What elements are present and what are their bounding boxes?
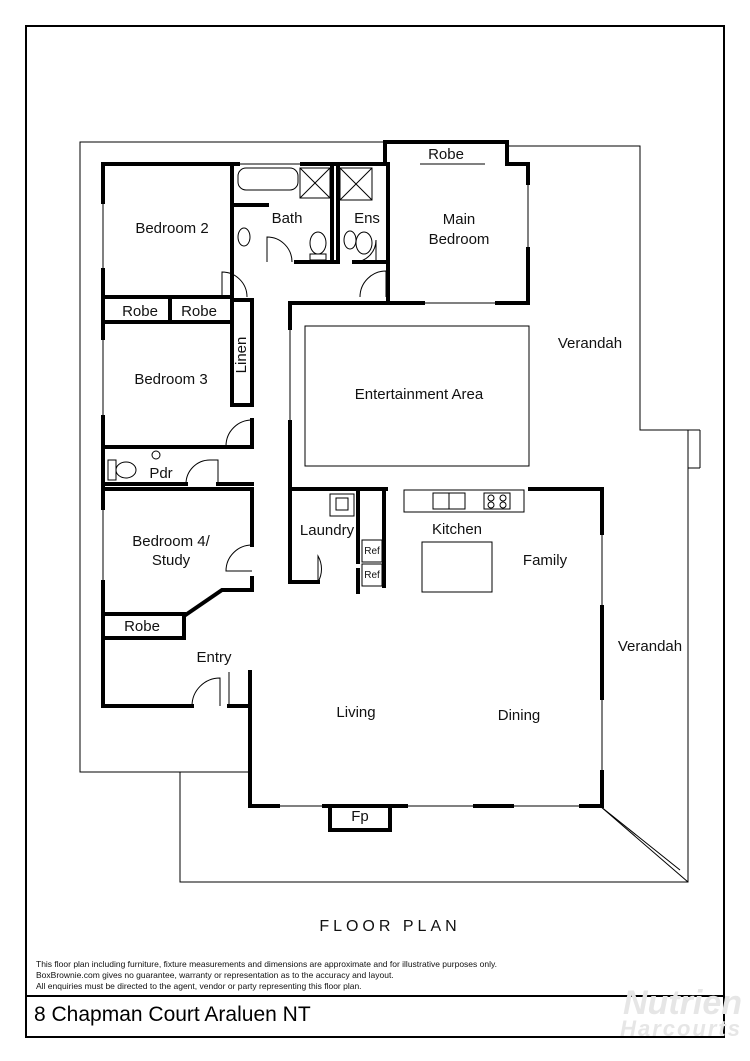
kitchen-bench-icon (403, 489, 525, 513)
agency-watermark: Nutrien Harcourts (620, 984, 742, 1042)
toilet-pdr-icon (115, 461, 137, 479)
label-kitchen: Kitchen (432, 521, 482, 538)
label-ens: Ens (354, 210, 380, 227)
label-robe-bedroom-2: Robe (122, 303, 158, 320)
label-dining: Dining (498, 707, 541, 724)
disclaimer: This floor plan including furniture, fix… (36, 959, 596, 992)
fridge-1-icon (361, 539, 383, 563)
label-bedroom-3: Bedroom 3 (134, 371, 207, 388)
laundry-tub-icon (329, 493, 355, 517)
windows (101, 162, 605, 809)
label-main-bedroom-line1: Main (443, 211, 476, 228)
cooktop-icon (483, 492, 511, 510)
label-entry: Entry (196, 649, 232, 666)
label-ref-1: Ref (364, 546, 380, 557)
watermark-line1: Nutrien (623, 984, 742, 1022)
label-robe-bedroom-3: Robe (181, 303, 217, 320)
basin-bath-icon (237, 227, 251, 247)
label-verandah-right: Verandah (618, 638, 682, 655)
basin-ens-icon (343, 230, 357, 250)
label-bedroom-4-line2: Study (152, 552, 191, 569)
bathtub-icon (237, 167, 299, 191)
disclaimer-line: BoxBrownie.com gives no guarantee, warra… (36, 970, 394, 980)
property-address: 8 Chapman Court Araluen NT (34, 1003, 311, 1026)
label-entertainment-area: Entertainment Area (355, 386, 484, 403)
label-family: Family (523, 552, 568, 569)
label-bedroom-2: Bedroom 2 (135, 220, 208, 237)
room-labels: Robe Bath Ens Main Bedroom Bedroom 2 Rob… (122, 146, 682, 825)
fridge-2-icon (361, 563, 383, 587)
label-robe-bedroom-4: Robe (124, 618, 160, 635)
label-linen: Linen (233, 337, 250, 374)
label-robe-main: Robe (428, 146, 464, 163)
label-verandah-top: Verandah (558, 335, 622, 352)
watermark-line2: Harcourts (620, 1016, 742, 1041)
toilet-ens-icon (355, 231, 373, 255)
page-border (25, 25, 725, 1038)
label-fp: Fp (351, 808, 369, 825)
label-pdr: Pdr (149, 465, 172, 482)
kitchen-island-icon (421, 541, 493, 593)
label-bedroom-4-line1: Bedroom 4/ (132, 533, 210, 550)
bathroom-fixtures (107, 167, 525, 593)
entertainment-area-outline (304, 325, 530, 467)
label-living: Living (336, 704, 375, 721)
disclaimer-line: All enquiries must be directed to the ag… (36, 981, 362, 991)
label-ref-2: Ref (364, 570, 380, 581)
door-swings (185, 236, 387, 707)
disclaimer-line: This floor plan including furniture, fix… (36, 959, 497, 969)
floor-plan-title: FLOOR PLAN (319, 918, 460, 935)
label-main-bedroom-line2: Bedroom (429, 231, 490, 248)
label-laundry: Laundry (300, 522, 355, 539)
basin-pdr-icon (151, 450, 161, 460)
toilet-bath-icon (309, 231, 327, 255)
label-bath: Bath (272, 210, 303, 227)
verandah-outline (79, 141, 701, 883)
